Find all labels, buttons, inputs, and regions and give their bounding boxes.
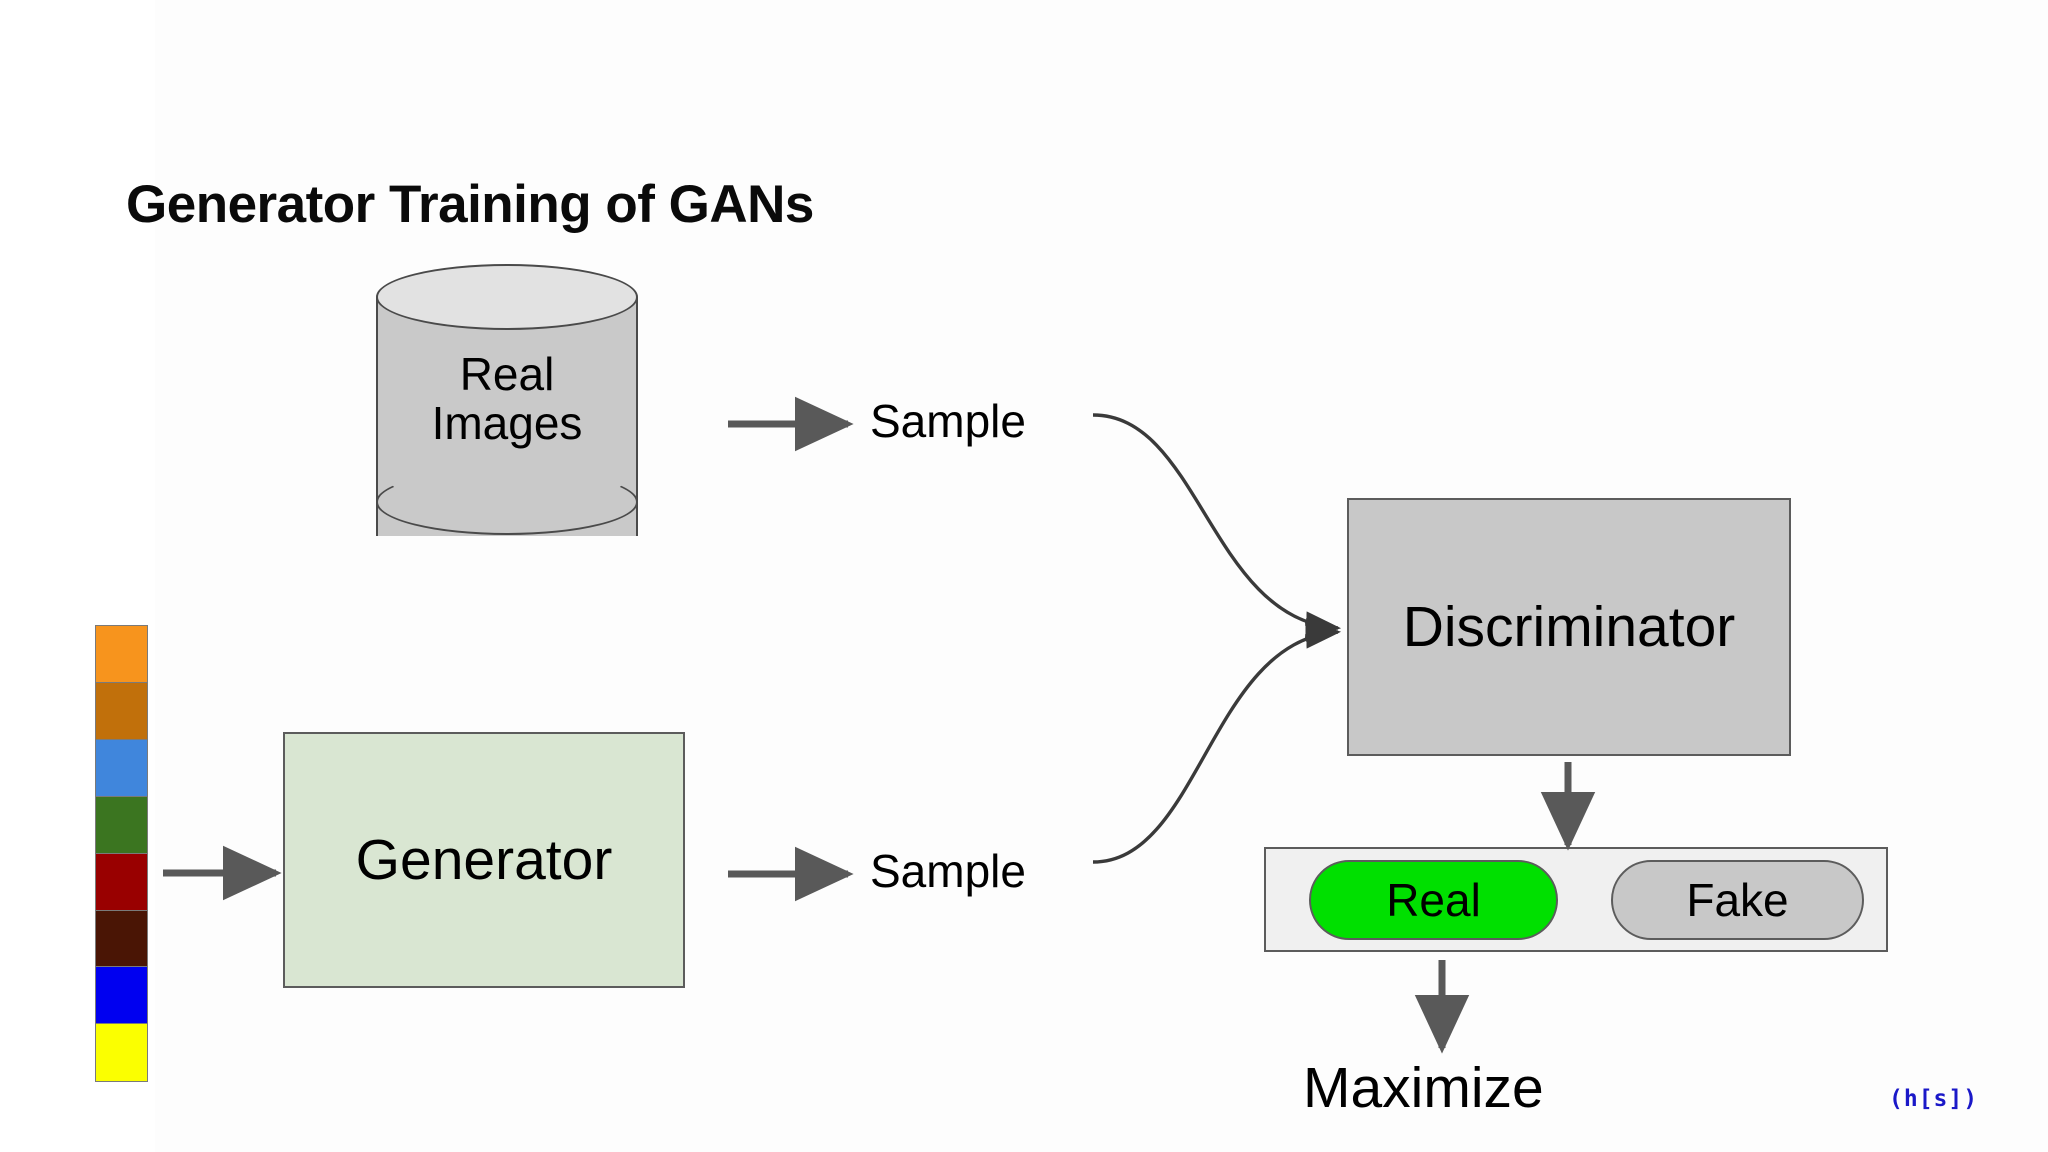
discriminator-block: Discriminator [1347, 498, 1791, 756]
sample-label-generated: Sample [870, 845, 1026, 897]
datastore-label-line2: Images [431, 397, 583, 450]
latent-noise-vector [95, 625, 148, 1093]
output-option-fake[interactable]: Fake [1611, 860, 1864, 940]
objective-label: Maximize [1303, 1056, 1544, 1120]
noise-swatch-2 [95, 681, 148, 741]
noise-swatch-8 [95, 1023, 148, 1082]
output-option-real[interactable]: Real [1309, 860, 1558, 940]
slide-annotation: (h[s]) [1889, 1086, 1979, 1112]
curve-fake-sample-to-discriminator [1092, 619, 1342, 864]
noise-swatch-7 [95, 966, 148, 1025]
page-title: Generator Training of GANs [126, 175, 814, 234]
real-images-datastore: Real Images [376, 264, 638, 569]
noise-swatch-1 [95, 625, 148, 684]
sample-label-real: Sample [870, 395, 1026, 447]
discriminator-output-bar: Real Fake [1264, 847, 1888, 952]
cylinder-bottom-ellipse [376, 469, 638, 535]
generator-block: Generator [283, 732, 685, 988]
datastore-label-line1: Real [459, 348, 555, 400]
curve-real-sample-to-discriminator [1092, 413, 1342, 641]
cylinder-top-ellipse [376, 264, 638, 330]
datastore-label: Real Images [376, 348, 638, 450]
